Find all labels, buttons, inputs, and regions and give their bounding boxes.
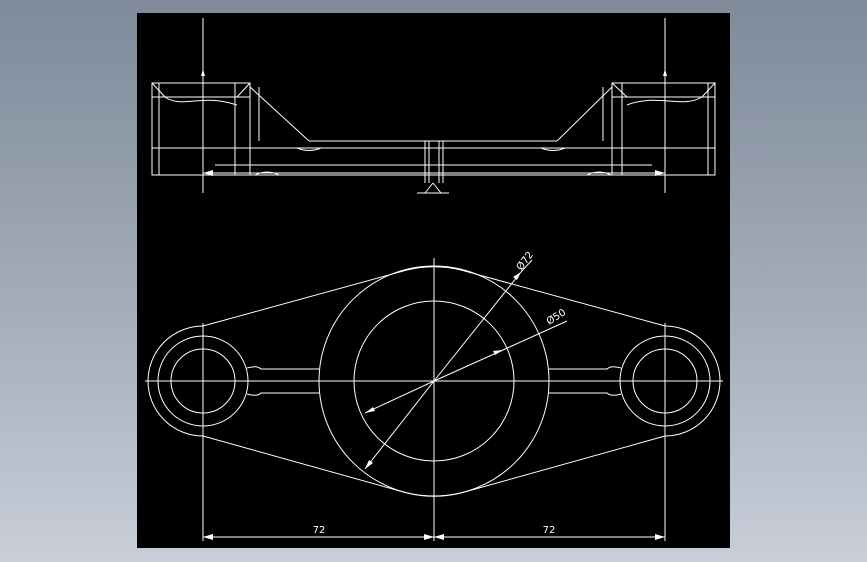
top-view <box>145 258 723 541</box>
connecting-ribs <box>246 366 622 396</box>
diameter-leaders <box>364 259 568 470</box>
dimension-left-span: 72 <box>313 525 326 536</box>
horizontal-dimensions <box>203 534 665 540</box>
center-lines <box>145 258 723 541</box>
front-view <box>151 18 716 194</box>
front-dimension-lines <box>201 18 667 194</box>
left-boss <box>151 82 251 176</box>
dimension-right-span: 72 <box>543 525 556 536</box>
technical-drawing: 72 72 Ø72 Ø50 <box>145 18 723 541</box>
right-boss <box>611 82 716 176</box>
cad-viewport[interactable]: 72 72 Ø72 Ø50 <box>137 13 730 548</box>
web-rib <box>215 86 652 183</box>
dimension-outer-diameter: Ø72 <box>514 249 536 273</box>
dimension-inner-diameter: Ø50 <box>544 306 568 327</box>
